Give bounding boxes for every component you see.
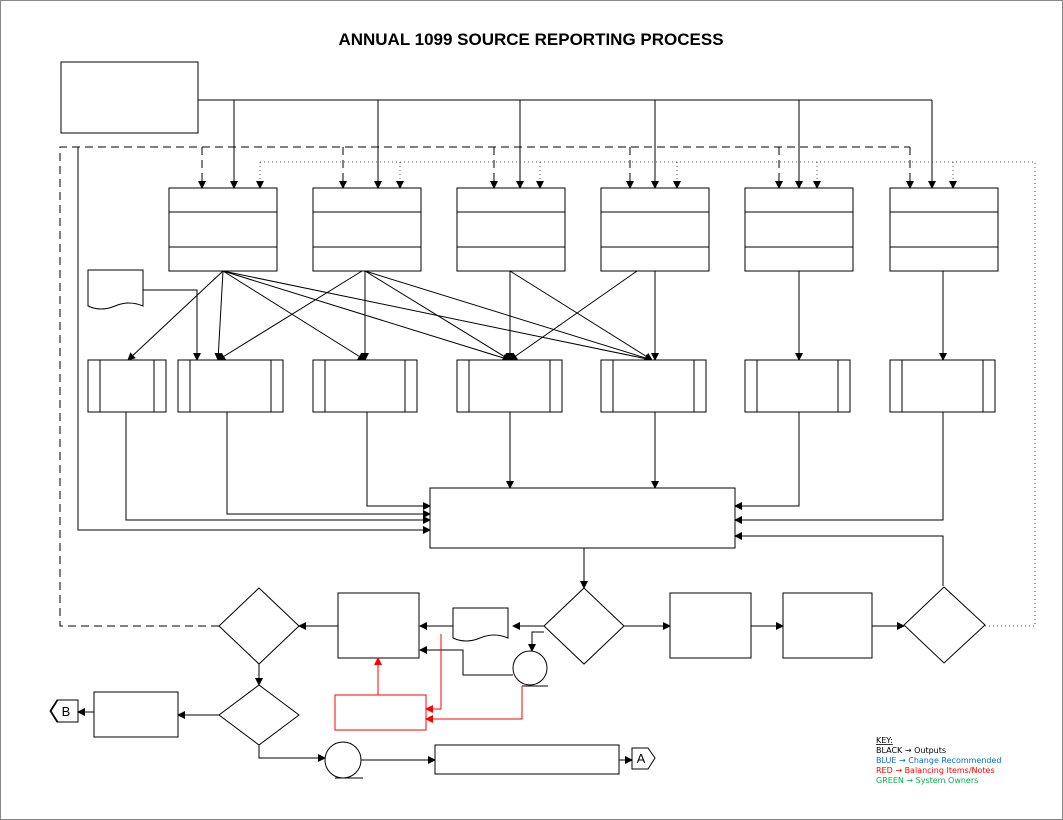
dotted-feedback-lines xyxy=(256,161,1036,627)
decision-diamond-left xyxy=(218,587,300,665)
process-box-2 xyxy=(177,359,284,413)
key-item-red: RED → Balancing Items/Notes xyxy=(876,766,995,775)
system-box-2 xyxy=(312,187,422,272)
row2-to-central-arrows xyxy=(77,147,944,586)
final-output-box xyxy=(434,744,620,775)
key-item-blue: BLUE → Change Recommended xyxy=(876,756,1002,765)
central-process-box xyxy=(429,487,736,549)
key-item-green: GREEN → System Owners xyxy=(876,776,978,785)
dashed-feedback-lines xyxy=(59,146,914,627)
decision-diamond-right xyxy=(903,586,986,664)
bottom-flow xyxy=(77,586,986,779)
balancing-notes xyxy=(334,634,523,731)
connector-circle-right xyxy=(512,650,548,686)
system-box-4 xyxy=(600,187,710,272)
key-item-black: BLACK → Outputs xyxy=(876,746,946,755)
connector-b-label: B xyxy=(62,704,71,719)
review-box xyxy=(337,592,420,659)
output-box-1 xyxy=(669,592,752,659)
key-heading: KEY: xyxy=(876,736,893,745)
decision-diamond-lower xyxy=(218,684,300,746)
process-box-4 xyxy=(456,359,563,413)
system-box-6 xyxy=(889,187,999,272)
output-box-2 xyxy=(782,592,873,659)
system-boxes-row xyxy=(168,187,999,272)
diagram-title: ANNUAL 1099 SOURCE REPORTING PROCESS xyxy=(338,30,723,49)
report-document xyxy=(452,607,509,642)
system-box-3 xyxy=(456,187,566,272)
decision-diamond-center xyxy=(543,587,625,665)
row1-to-row2-arrows xyxy=(127,270,947,363)
balancing-box xyxy=(334,694,427,731)
exception-box xyxy=(93,691,179,738)
process-box-3 xyxy=(312,359,418,413)
legend-key: KEY: BLACK → Outputs BLUE → Change Recom… xyxy=(876,736,1002,785)
input-document xyxy=(87,269,144,310)
process-box-6 xyxy=(744,359,851,413)
off-page-connector-a[interactable]: A xyxy=(631,747,656,770)
system-box-1 xyxy=(168,187,278,272)
process-box-1 xyxy=(87,359,167,413)
process-box-5 xyxy=(600,359,707,413)
system-box-5 xyxy=(744,187,854,272)
process-boxes-row xyxy=(87,359,996,413)
connector-a-label: A xyxy=(637,751,646,766)
connector-circle-left xyxy=(324,741,362,779)
source-distribution-lines xyxy=(198,99,936,189)
off-page-connector-b[interactable]: B xyxy=(49,699,79,723)
source-box xyxy=(60,61,199,134)
process-box-7 xyxy=(889,359,996,413)
